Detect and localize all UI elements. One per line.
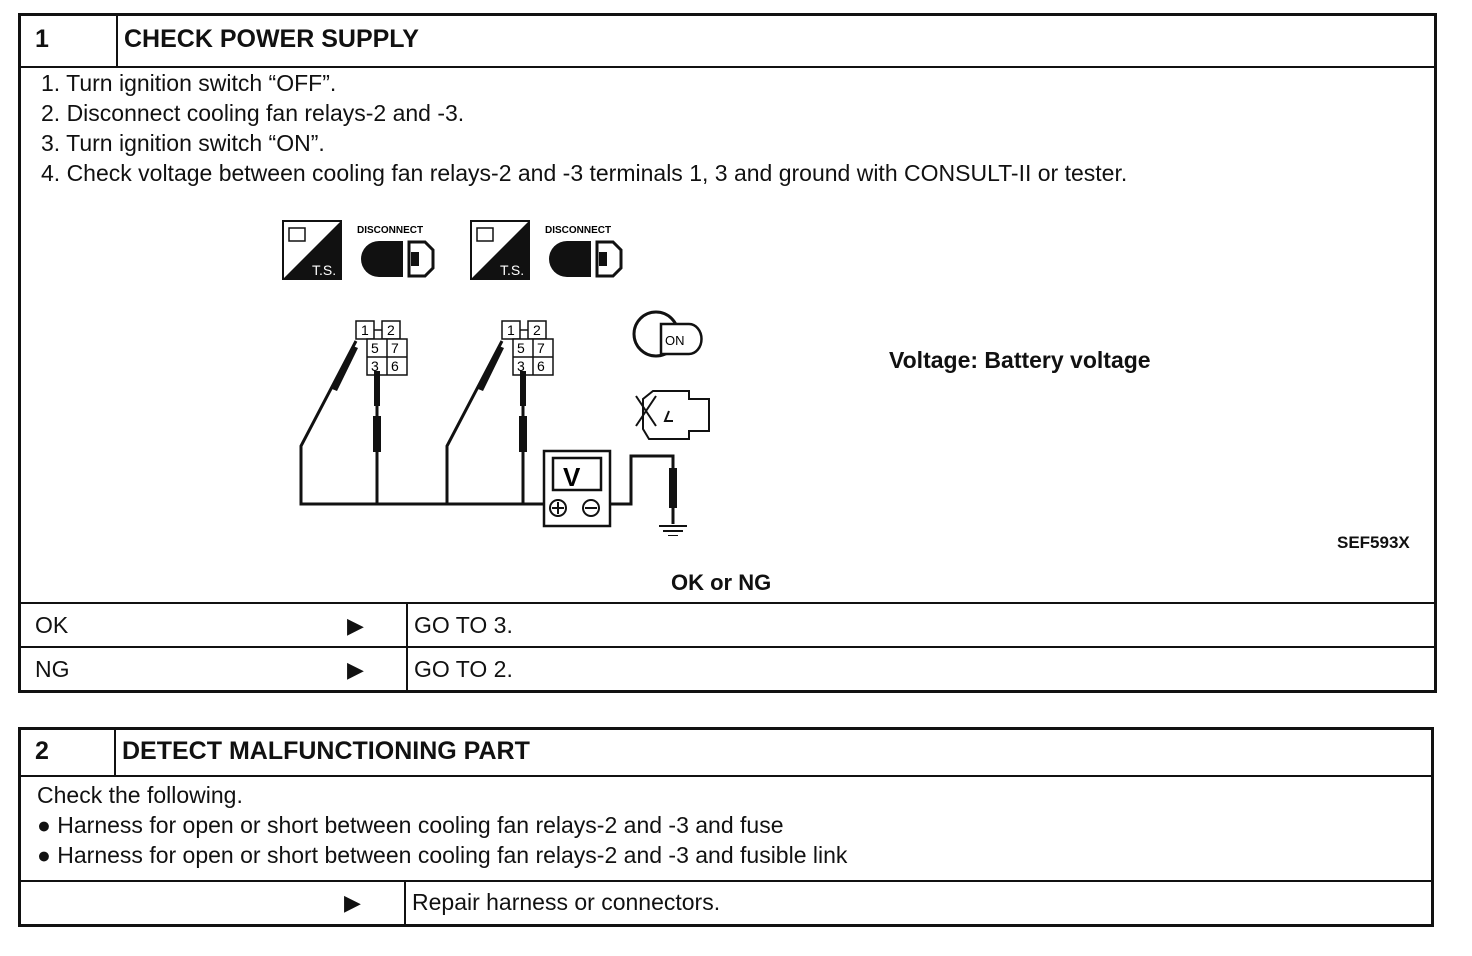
result-action: GO TO 2.	[406, 648, 1434, 692]
ground-icon	[659, 525, 687, 536]
svg-text:7: 7	[537, 340, 545, 356]
disconnect-icon-left: DISCONNECT	[357, 225, 435, 278]
voltmeter-icon: V	[542, 449, 612, 528]
wiring-diagram: T.S. DISCONNECT T.S. DISCONNECT	[282, 220, 710, 536]
svg-text:ON: ON	[665, 333, 685, 348]
svg-text:5: 5	[517, 340, 525, 356]
svg-text:DISCONNECT: DISCONNECT	[357, 225, 423, 236]
relay-connector-right: 1 2 5 7 3 6	[501, 320, 554, 376]
step-4: 4. Check voltage between cooling fan rel…	[41, 160, 1128, 186]
arrow-icon: ▶	[347, 657, 364, 682]
result-action: Repair harness or connectors.	[404, 882, 1431, 926]
relay-connector-left: 1 2 5 7 3 6	[355, 320, 408, 376]
section-2-title: DETECT MALFUNCTIONING PART	[122, 737, 530, 765]
svg-text:5: 5	[371, 340, 379, 356]
disconnect-icon-right: DISCONNECT	[545, 225, 623, 278]
engine-off-icon	[635, 390, 710, 440]
probe-wires	[299, 340, 675, 524]
svg-text:T.S.: T.S.	[500, 262, 524, 278]
ok-or-ng-prompt: OK or NG	[671, 570, 772, 595]
section-2-number: 2	[21, 730, 116, 775]
svg-text:V: V	[563, 462, 581, 492]
section-2-detect-malfunctioning-part: 2 DETECT MALFUNCTIONING PART Check the f…	[18, 727, 1434, 927]
svg-text:7: 7	[391, 340, 399, 356]
ts-icon-left: T.S.	[282, 220, 342, 280]
section-1-title: CHECK POWER SUPPLY	[124, 25, 419, 53]
result-condition: NG	[35, 656, 70, 682]
svg-text:1: 1	[507, 322, 515, 338]
result-row-ng: NG ▶ GO TO 2.	[21, 646, 1434, 692]
step-3: 3. Turn ignition switch “ON”.	[41, 130, 325, 156]
result-condition: OK	[35, 612, 69, 638]
ignition-key-on-icon: ON	[632, 310, 703, 358]
section-2-header: 2 DETECT MALFUNCTIONING PART	[21, 730, 1431, 777]
arrow-icon: ▶	[344, 890, 361, 915]
svg-text:6: 6	[391, 358, 399, 374]
result-row-repair: ▶ Repair harness or connectors.	[21, 880, 1431, 926]
svg-text:2: 2	[387, 322, 395, 338]
svg-text:6: 6	[537, 358, 545, 374]
section-1-check-power-supply: 1 CHECK POWER SUPPLY 1. Turn ignition sw…	[18, 13, 1437, 693]
svg-text:3: 3	[371, 358, 379, 374]
checklist-item: ● Harness for open or short between cool…	[37, 842, 848, 868]
section-2-checklist: Check the following. ● Harness for open …	[37, 780, 847, 870]
step-2: 2. Disconnect cooling fan relays-2 and -…	[41, 100, 465, 126]
step-1: 1. Turn ignition switch “OFF”.	[41, 70, 337, 96]
svg-text:DISCONNECT: DISCONNECT	[545, 225, 611, 236]
svg-text:2: 2	[533, 322, 541, 338]
checklist-item: ● Harness for open or short between cool…	[37, 812, 784, 838]
section-1-header: 1 CHECK POWER SUPPLY	[21, 16, 1434, 68]
voltage-spec: Voltage: Battery voltage	[889, 347, 1151, 373]
section-1-number: 1	[21, 16, 118, 66]
svg-text:1: 1	[361, 322, 369, 338]
arrow-icon: ▶	[347, 613, 364, 638]
ts-icon-right: T.S.	[470, 220, 530, 280]
svg-text:3: 3	[517, 358, 525, 374]
result-row-ok: OK ▶ GO TO 3.	[21, 602, 1434, 648]
checklist-intro: Check the following.	[37, 782, 243, 808]
section-1-steps: 1. Turn ignition switch “OFF”. 2. Discon…	[41, 68, 1127, 188]
result-action: GO TO 3.	[406, 604, 1434, 648]
figure-code: SEF593X	[1337, 533, 1410, 552]
svg-text:T.S.: T.S.	[312, 262, 336, 278]
probe-tips	[332, 346, 677, 508]
